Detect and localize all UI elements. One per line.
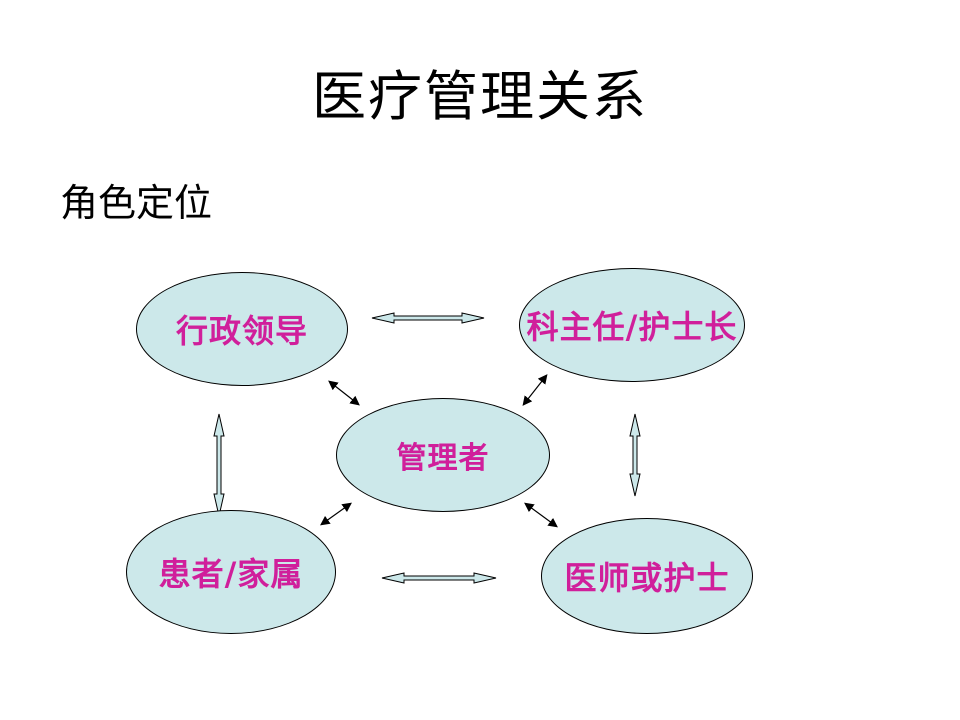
arrow-chief-doctor [629, 413, 641, 497]
node-patient-family: 患者/家属 [126, 510, 336, 634]
arrow-manager-doctor [524, 502, 558, 528]
arrow-admin-patient [213, 413, 225, 517]
section-heading: 角色定位 [60, 181, 213, 225]
node-admin-leadership: 行政领导 [136, 272, 348, 386]
slide-title: 医疗管理关系 [312, 65, 648, 128]
arrow-admin-chief [371, 312, 485, 324]
arrow-manager-admin [328, 380, 360, 406]
node-chief-head-nurse: 科主任/护士长 [519, 268, 745, 382]
arrow-patient-doctor [381, 572, 497, 584]
arrow-manager-chief [522, 374, 548, 406]
arrow-manager-patient [320, 502, 352, 526]
node-manager: 管理者 [336, 398, 550, 512]
node-doctor-nurse: 医师或护士 [541, 518, 753, 634]
